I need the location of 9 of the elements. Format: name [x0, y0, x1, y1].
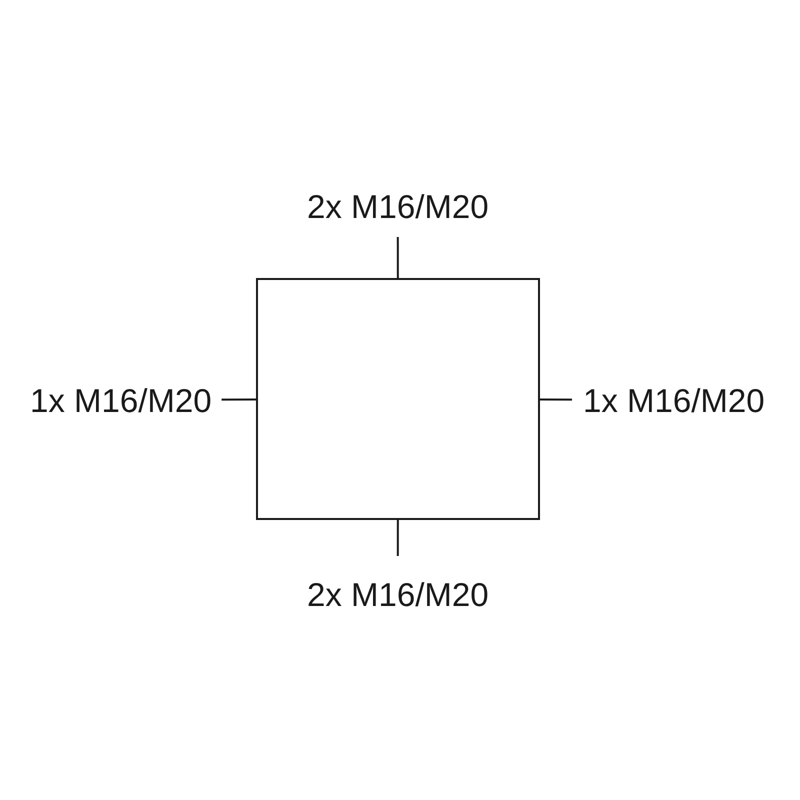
leader-line [222, 398, 256, 401]
leader-line [396, 520, 399, 556]
leader-line [396, 237, 399, 278]
thread-label: 2x M16/M20 [307, 190, 489, 237]
enclosure-outline [256, 278, 540, 520]
thread-label: 2x M16/M20 [307, 556, 489, 611]
leader-line [540, 398, 572, 401]
thread-label: 1x M16/M20 [30, 384, 222, 416]
thread-label: 1x M16/M20 [572, 384, 765, 416]
